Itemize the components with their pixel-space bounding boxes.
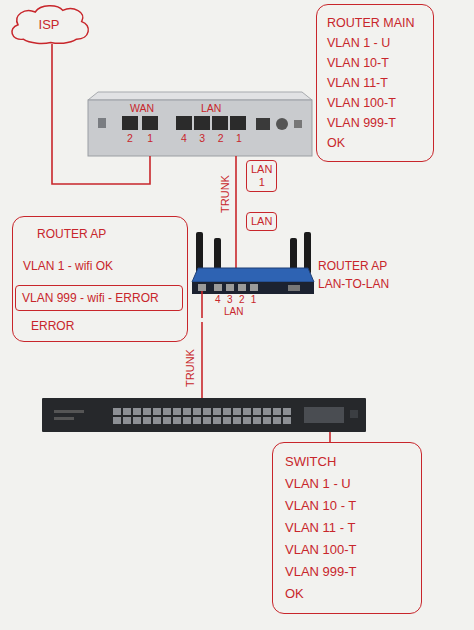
box-text: VLAN 10 - T [285,495,409,517]
box-text: VLAN 999 - wifi - ERROR [22,291,176,305]
box-text: OK [285,583,409,605]
note-box: ROUTER AP VLAN 1 - wifi OK ERROR VLAN 999 -… [12,216,188,342]
cable-line [201,322,203,398]
device-label: ROUTER AP [37,227,106,242]
box-text: VLAN 1 - U [327,33,423,53]
edge-label: TRUNK [184,347,197,389]
note-box: SWITCHVLAN 1 - UVLAN 10 - TVLAN 11 - TVL… [272,442,422,614]
box-text: ISP [39,17,60,32]
box-text: ROUTER MAIN [327,13,423,33]
box-text: VLAN 11 - T [285,517,409,539]
device-label: LAN [201,102,221,114]
device-label: LAN [224,306,243,318]
note-label: ROUTER AP [318,258,387,274]
device-label: 4 3 2 1 [215,294,256,306]
box-text: OK [327,133,423,153]
box-text: VLAN 10-T [327,53,423,73]
box-text: LAN 1 [251,163,272,189]
main-router-illustration [88,92,312,156]
box-text: VLAN 999-T [327,113,423,133]
device-label: 2 1 [127,132,153,144]
box-text: VLAN 100-T [327,93,423,113]
ap-router-illustration [192,232,314,318]
note-box: ROUTER MAINVLAN 1 - UVLAN 10-TVLAN 11-TV… [316,4,434,162]
device-label: 4 3 2 1 [181,132,242,144]
port-tag: LAN 1 [246,160,277,192]
switch-illustration [42,398,366,432]
device-label: ERROR [31,319,74,334]
cable-line [235,156,237,232]
box-text: VLAN 100-T [285,539,409,561]
box-text: VLAN 1 - U [285,473,409,495]
box-text: SWITCH [285,451,409,473]
device-label: VLAN 1 - wifi OK [23,259,113,274]
edge-label: TRUNK [219,173,232,215]
router-device: 4 3 2 1LAN [192,232,314,322]
cable-line [52,44,150,184]
cloud-node: ISP [6,4,92,44]
cable-line [329,432,331,442]
router-device: WAN 2 1 LAN 4 3 2 1 [88,92,312,156]
error-box: VLAN 999 - wifi - ERROR [15,285,183,311]
device-label: WAN [130,102,154,114]
port-tag: LAN [246,212,277,231]
box-text: VLAN 999-T [285,561,409,583]
box-text: LAN [251,215,272,228]
switch-device [42,398,366,432]
box-text: VLAN 11-T [327,73,423,93]
note-label: LAN-TO-LAN [318,276,389,292]
